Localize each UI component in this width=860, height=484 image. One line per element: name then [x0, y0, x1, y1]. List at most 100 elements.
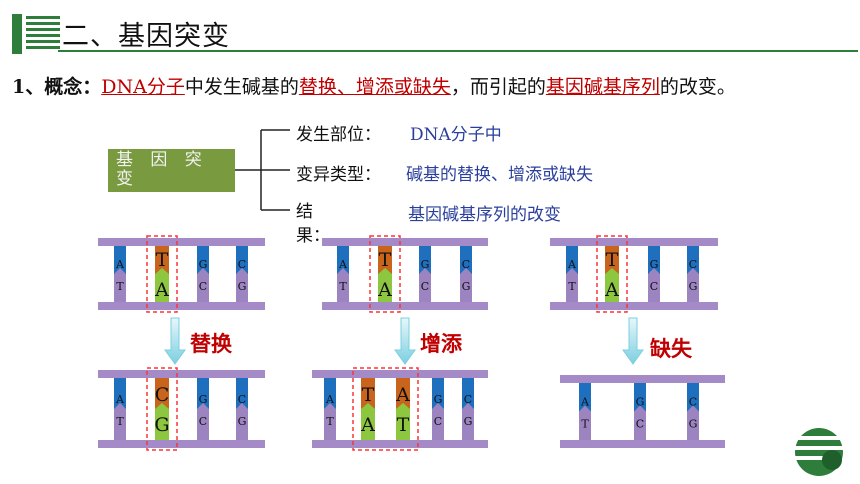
- base-joint: [236, 268, 248, 274]
- base-letter: A: [338, 258, 348, 271]
- base-letter: G: [199, 258, 208, 271]
- highlight-box: [596, 235, 628, 313]
- base-joint: [687, 268, 699, 274]
- base-joint: [337, 268, 349, 274]
- concept-term: 概念：: [44, 76, 102, 98]
- base-joint: [460, 268, 472, 274]
- base-letter: G: [650, 258, 659, 271]
- base-bottom: [579, 411, 591, 440]
- concept-text-2: ，而引起的: [450, 76, 546, 98]
- base-top: [337, 246, 349, 274]
- base-bottom: [378, 274, 392, 302]
- base-joint: [155, 268, 169, 274]
- base-bottom: [687, 411, 699, 440]
- concept-text-1: 中发生碱基的: [184, 76, 299, 98]
- base-joint: [197, 403, 209, 409]
- base-joint: [648, 268, 660, 274]
- base-letter: C: [434, 415, 442, 428]
- base-letter: G: [689, 280, 698, 293]
- base-top: [566, 246, 578, 274]
- base-top: [236, 378, 248, 409]
- tree-value-result: 基因碱基序列的改变: [408, 205, 561, 225]
- arrow-down-icon: [394, 317, 416, 365]
- base-bottom: [687, 274, 699, 302]
- concept-changes: 替换、增添或缺失: [298, 76, 451, 98]
- base-letter: C: [464, 393, 472, 406]
- base-bottom: [337, 274, 349, 302]
- base-letter: T: [339, 280, 347, 293]
- dna-backbone: [312, 370, 488, 378]
- base-joint: [324, 403, 336, 409]
- base-letter: A: [604, 279, 619, 301]
- base-letter: A: [154, 279, 169, 301]
- base-letter: G: [238, 415, 247, 428]
- dna-backbone: [550, 302, 718, 310]
- base-letter: C: [462, 258, 470, 271]
- base-letter: C: [155, 384, 170, 406]
- base-letter: G: [464, 415, 473, 428]
- base-letter: A: [377, 279, 392, 301]
- base-letter: T: [116, 415, 124, 428]
- gene-mutation-box: 基 因 突 变: [108, 149, 235, 192]
- concept-location: DNA分子: [101, 76, 185, 98]
- tree-value-type: 碱基的替换、增添或缺失: [406, 165, 593, 185]
- base-bottom: [155, 274, 169, 302]
- dna-backbone: [560, 440, 725, 448]
- base-top: [236, 246, 248, 274]
- base-letter: T: [397, 414, 410, 436]
- base-top: [634, 383, 646, 412]
- base-letter: A: [567, 258, 577, 271]
- dna-backbone: [550, 238, 718, 246]
- base-letter: G: [462, 280, 471, 293]
- base-letter: C: [636, 418, 644, 431]
- base-letter: T: [581, 418, 589, 431]
- base-letter: T: [116, 280, 124, 293]
- highlight-box: [146, 367, 178, 451]
- highlight-box: [146, 235, 178, 313]
- base-top: [155, 378, 169, 409]
- base-letter: C: [238, 258, 246, 271]
- base-bottom: [236, 274, 248, 302]
- base-joint: [236, 403, 248, 409]
- concept-prefix: 1、: [12, 76, 45, 98]
- base-joint: [605, 268, 619, 274]
- base-top: [197, 378, 209, 409]
- base-joint: [419, 268, 431, 274]
- label-replace: 替换: [190, 331, 232, 356]
- title-divider: [58, 50, 858, 52]
- base-bottom: [197, 274, 209, 302]
- base-top: [687, 383, 699, 412]
- base-bottom: [432, 409, 444, 440]
- base-letter: A: [360, 414, 375, 436]
- base-top: [378, 246, 392, 274]
- base-top: [155, 246, 169, 274]
- arrow-down-icon: [622, 317, 644, 365]
- base-letter: T: [156, 249, 169, 271]
- base-bottom: [396, 409, 410, 440]
- base-bottom: [648, 274, 660, 302]
- base-bottom: [566, 274, 578, 302]
- base-joint: [396, 403, 410, 409]
- dna-backbone: [98, 302, 265, 310]
- base-letter: C: [689, 258, 697, 271]
- tree-value-site: DNA分子中: [410, 125, 502, 145]
- label-insert: 增添: [420, 331, 462, 356]
- base-top: [114, 378, 126, 409]
- base-letter: G: [421, 258, 430, 271]
- base-top: [396, 378, 410, 409]
- highlight-box: [352, 367, 419, 451]
- dna-backbone: [560, 375, 725, 383]
- tree-label-type: 变异类型：: [296, 165, 381, 185]
- base-letter: C: [238, 393, 246, 406]
- concept-result: 基因碱基序列: [545, 76, 660, 98]
- base-bottom: [114, 409, 126, 440]
- base-top: [579, 383, 591, 412]
- concept-text-3: 的改变。: [659, 76, 736, 98]
- base-letter: C: [421, 280, 429, 293]
